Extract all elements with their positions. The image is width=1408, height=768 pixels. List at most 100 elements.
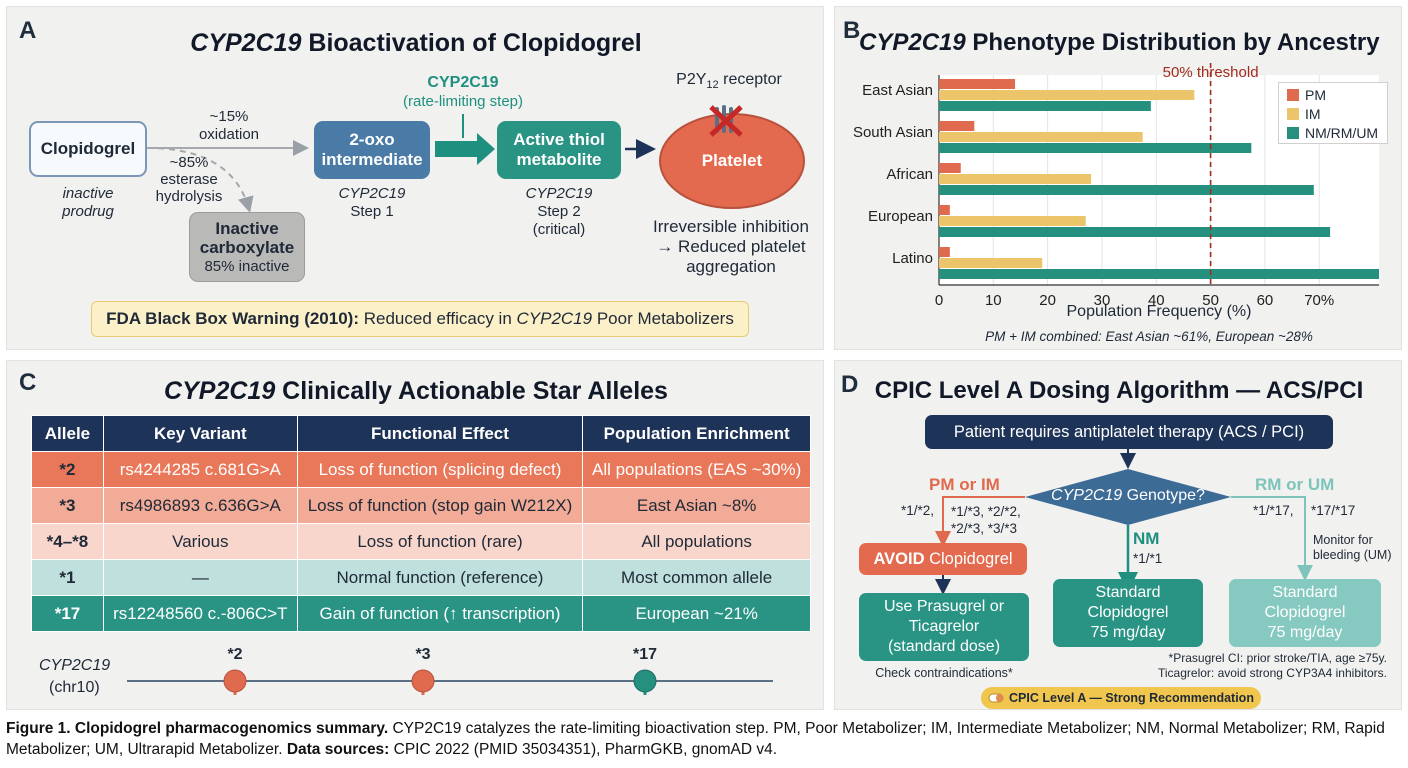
- bar-nm-rm-um-african: [939, 185, 1314, 195]
- pathway-arrows: [146, 114, 656, 213]
- y-tick-label: East Asian: [862, 82, 933, 99]
- bar-im-east-asian: [939, 90, 1195, 100]
- x-tick-label: 0: [935, 292, 943, 309]
- bar-im-european: [939, 216, 1086, 226]
- table-row: *1—Normal function (reference)Most commo…: [31, 559, 811, 596]
- bar-pm-east-asian: [939, 79, 1016, 89]
- pm-genotypes-2: *1/*3, *2/*2,*2/*3, *3/*3: [951, 504, 1021, 536]
- start-node: Patient requires antiplatelet therapy (A…: [925, 415, 1333, 449]
- chromosome-label: (chr10): [49, 679, 100, 696]
- legend-label-pm: PM: [1305, 87, 1326, 103]
- allele-cell: *1: [31, 559, 104, 596]
- bar-pm-latino: [939, 247, 950, 257]
- clopidogrel-box: Clopidogrel: [29, 121, 147, 177]
- legend-swatch-pm: [1287, 89, 1299, 101]
- panel-label: D: [841, 371, 859, 398]
- header-effect: Functional Effect: [296, 415, 584, 452]
- um-genotypes-1: *1/*17,: [1253, 503, 1294, 518]
- bar-pm-african: [939, 163, 961, 173]
- chart-title: CYP2C19 Phenotype Distribution by Ancest…: [859, 29, 1380, 56]
- branch-rm-um: RM or UM: [1255, 475, 1335, 494]
- inactive-carboxylate-box: Inactive carboxylate 85% inactive: [189, 212, 305, 282]
- x-axis-label: Population Frequency (%): [1066, 303, 1252, 320]
- x-tick-label: 10: [985, 292, 1002, 309]
- population-cell: All populations: [582, 523, 811, 560]
- chart-legend: PM IM NM/RM/UM: [1278, 82, 1388, 144]
- x-tick-label: 50: [1202, 292, 1219, 309]
- threshold-label: 50% threshold: [1163, 64, 1259, 81]
- bar-nm-rm-um-east-asian: [939, 101, 1151, 111]
- header-variant: Key Variant: [102, 415, 298, 452]
- bar-pm-south-asian: [939, 121, 975, 131]
- legend-swatch-nm: [1287, 127, 1299, 139]
- panel-d: D CPIC Level A Dosing Algorithm — ACS/PC…: [834, 360, 1402, 710]
- x-tick-label: 60: [1257, 292, 1274, 309]
- panel-title: CYP2C19 Bioactivation of Clopidogrel: [190, 29, 642, 57]
- population-cell: European ~21%: [582, 595, 811, 632]
- header-allele: Allele: [31, 415, 104, 452]
- legend-swatch-im: [1287, 108, 1299, 120]
- variant-cell: Various: [102, 523, 298, 560]
- contraindication-note: Check contraindications*: [875, 666, 1013, 680]
- variant-cell: rs12248560 c.-806C>T: [102, 595, 298, 632]
- panel-label: C: [19, 369, 37, 396]
- genotype-decision: CYP2C19 Genotype?: [1051, 487, 1205, 504]
- um-genotypes-2: *17/*17: [1311, 503, 1356, 518]
- marker-label: *3: [415, 646, 431, 663]
- bar-pm-european: [939, 205, 950, 215]
- panel-label: A: [19, 17, 37, 44]
- bar-im-south-asian: [939, 132, 1143, 142]
- x-tick-label: 70%: [1304, 292, 1334, 309]
- allele-cell: *17: [31, 595, 104, 632]
- gene-label: CYP2C19: [39, 657, 111, 674]
- pill-icon: [988, 693, 1004, 703]
- cpic-badge: CPIC Level A — Strong Recommendation: [981, 687, 1261, 709]
- pm-genotypes-1: *1/*2,: [901, 503, 935, 518]
- enzyme-label: CYP2C19(rate-limiting step): [402, 74, 524, 110]
- marker-label: *2: [227, 646, 243, 663]
- legend-label-im: IM: [1305, 106, 1321, 122]
- fda-warning-banner: FDA Black Box Warning (2010): Reduced ef…: [91, 301, 749, 337]
- header-population: Population Enrichment: [582, 415, 811, 452]
- nm-genotype: *1/*1: [1133, 551, 1163, 566]
- y-tick-label: Latino: [892, 250, 933, 267]
- effect-cell: Normal function (reference): [296, 559, 584, 596]
- y-tick-label: South Asian: [853, 124, 933, 141]
- variant-cell: —: [102, 559, 298, 596]
- allele-cell: *3: [31, 487, 104, 524]
- effect-cell: Loss of function (rare): [296, 523, 584, 560]
- panel-b: B CYP2C19 Phenotype Distribution by Ance…: [834, 6, 1402, 350]
- allele-cell: *4–*8: [31, 523, 104, 560]
- branch-pm-im: PM or IM: [929, 475, 1000, 494]
- x-tick-label: 30: [1094, 292, 1111, 309]
- allele-cell: *2: [31, 451, 104, 488]
- flowchart-connectors: [935, 449, 1313, 595]
- marker-label: *17: [632, 646, 658, 663]
- bar-im-latino: [939, 258, 1043, 268]
- panel-title: CPIC Level A Dosing Algorithm — ACS/PCI: [874, 377, 1364, 404]
- gene-track: [127, 669, 773, 695]
- x-tick-label: 20: [1039, 292, 1056, 309]
- effect-cell: Loss of function (stop gain W212X): [296, 487, 584, 524]
- allele-table: Allele Key Variant Functional Effect Pop…: [31, 415, 811, 632]
- bar-nm-rm-um-south-asian: [939, 143, 1252, 153]
- panel-title: CYP2C19 Clinically Actionable Star Allel…: [164, 377, 668, 405]
- chart-note: PM + IM combined: East Asian ~61%, Europ…: [985, 329, 1313, 344]
- variant-cell: rs4986893 c.636G>A: [102, 487, 298, 524]
- branch-nm: NM: [1133, 529, 1160, 548]
- oxidation-label: ~15%oxidation: [198, 108, 260, 143]
- figure-caption: Figure 1. Clopidogrel pharmacogenomics s…: [6, 720, 1385, 758]
- population-cell: Most common allele: [582, 559, 811, 596]
- legend-label-nm: NM/RM/UM: [1305, 125, 1379, 141]
